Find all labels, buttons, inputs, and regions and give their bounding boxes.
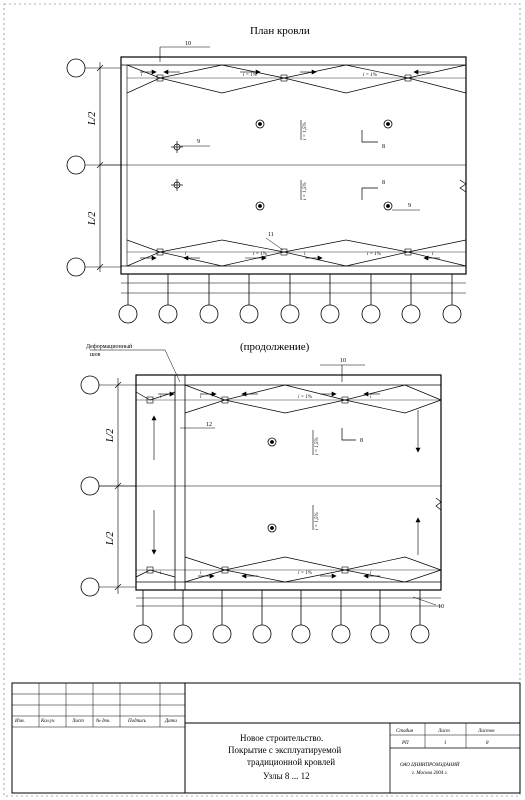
deformation-seam-leader xyxy=(90,349,181,383)
bottom-plan-zigzag-lower xyxy=(184,556,442,571)
section-8-top-b xyxy=(361,187,378,200)
tb-sheet-value: 1 xyxy=(444,741,447,746)
slope-label-b8: i xyxy=(160,571,162,576)
slope-label-8: i xyxy=(432,252,434,257)
vertical-slope-2: i = 1,5% xyxy=(303,182,308,200)
deformation-seam-line2: шов xyxy=(90,352,101,358)
slope-label-b5: i xyxy=(200,571,202,576)
top-plan-funnels xyxy=(255,119,393,211)
dim-half-span-bottom-2: L/2 xyxy=(105,532,116,546)
tb-desc-1: Новое строительство. xyxy=(240,733,323,743)
tb-sheets-label: Листов xyxy=(477,729,495,734)
title-block xyxy=(11,682,521,794)
bottom-plan-zigzag-lower-2 xyxy=(184,569,442,583)
tb-col-list: Лист xyxy=(71,719,84,724)
top-plan-title: План кровли xyxy=(250,25,310,37)
tb-sheet-label: Лист xyxy=(437,729,450,734)
tb-col-sign: Подпись xyxy=(127,719,147,724)
vertical-slope-b1: i = 1,5% xyxy=(315,437,320,455)
bottom-plan-zigzag-upper xyxy=(184,384,442,401)
slope-label-b4: i xyxy=(370,395,372,400)
top-plan-outline xyxy=(120,56,467,275)
deformation-seam-line1: Деформационный xyxy=(86,343,133,350)
slope-label-b2: i = 1% xyxy=(298,571,312,576)
slope-label-6: i xyxy=(185,252,187,257)
callout-10-bottom-b-leader xyxy=(412,596,437,606)
bottom-plan-left-dim xyxy=(99,378,136,594)
callout-10-bottom-a: 10 xyxy=(340,358,346,364)
top-plan-small-drains xyxy=(156,74,412,256)
callout-10-top: 10 xyxy=(185,41,191,47)
tb-sheets-value: 8 xyxy=(486,741,489,746)
callout-11-leader xyxy=(265,237,284,251)
slope-label-5: i xyxy=(141,73,143,78)
tb-desc-3: традиционной кровлей xyxy=(247,757,335,767)
bottom-plan-small-drains xyxy=(146,396,349,574)
slope-label-7: i xyxy=(304,252,306,257)
bottom-plan-slope-arrows xyxy=(151,391,421,579)
dim-half-span-top-1: L/2 xyxy=(87,112,98,126)
top-plan-left-dim xyxy=(85,62,121,272)
slope-label-4: i = 1% xyxy=(367,252,381,257)
top-plan-zigzag-lower xyxy=(126,239,467,253)
bottom-plan-zigzag-upper-2 xyxy=(184,399,442,414)
deformation-seam-strip xyxy=(174,374,186,591)
break-mark-top xyxy=(459,179,467,193)
top-plan-left-axes xyxy=(66,58,86,277)
tb-stage-label: Стадия xyxy=(396,729,414,734)
dim-half-span-top-2: L/2 xyxy=(87,212,98,226)
callout-9-top-a: 9 xyxy=(197,139,200,145)
top-plan-slope-arrows xyxy=(140,69,440,261)
slope-label-b6: i xyxy=(370,571,372,576)
vertical-slope-b2: i = 1,5% xyxy=(315,512,320,530)
section-8-top-a xyxy=(361,130,378,143)
top-plan-crosshairs xyxy=(171,141,183,191)
bottom-plan-left-axes xyxy=(80,375,100,597)
top-plan-bottom-dim xyxy=(121,282,466,294)
dim-half-span-bottom-1: L/2 xyxy=(105,429,116,443)
callout-12: 12 xyxy=(206,422,212,428)
sheet-frame xyxy=(3,3,521,797)
slope-label-3: i = 1% xyxy=(253,252,267,257)
section-8-bottom xyxy=(341,428,356,441)
callout-11: 11 xyxy=(268,232,274,238)
callout-8-top-a: 8 xyxy=(382,144,385,150)
slope-label-b1: i = 1% xyxy=(298,395,312,400)
tb-stage-value: РП xyxy=(401,741,409,746)
slope-label-b7: i xyxy=(160,395,162,400)
callout-8-top-b: 8 xyxy=(382,180,385,186)
bottom-plan-title: (продолжение) xyxy=(240,341,310,353)
top-plan-bottom-axes xyxy=(118,274,462,324)
tb-org-1: ОАО ЦНИИПРОМЗДАНИЙ xyxy=(400,761,460,768)
top-plan-zigzag-lower-2 xyxy=(126,251,467,267)
bottom-plan-funnels xyxy=(267,437,277,533)
callout-8-bottom: 8 xyxy=(360,438,363,444)
tb-col-izm: Изм. xyxy=(14,719,25,724)
callout-10-bottom-b: 10 xyxy=(438,604,444,610)
tb-col-date: Дата xyxy=(164,719,177,724)
callout-9-top-b: 9 xyxy=(408,203,411,209)
slope-label-2: i = 1% xyxy=(363,73,377,78)
slope-label-1: i = 1% xyxy=(243,73,257,78)
top-plan-zigzag-upper-2 xyxy=(126,77,467,94)
break-mark-bottom xyxy=(435,497,442,511)
bottom-plan-bottom-axes xyxy=(133,590,430,644)
bottom-plan-outline xyxy=(135,374,442,591)
tb-col-doc: № док. xyxy=(95,718,111,724)
vertical-slope-1: i = 1,5% xyxy=(303,122,308,140)
bottom-plan-zigzag-left-upper xyxy=(135,391,176,401)
tb-desc-2: Покрытие с эксплуатируемой xyxy=(228,745,341,755)
slope-label-b3: i xyxy=(200,395,202,400)
tb-org-2: г. Москва 2004 г. xyxy=(412,771,448,776)
bottom-plan-bottom-dim xyxy=(136,597,441,607)
tb-col-kol: Кол.уч xyxy=(40,719,55,724)
tb-desc-4: Узлы 8 ... 12 xyxy=(263,771,310,781)
bottom-plan-zigzag-left-lower xyxy=(135,569,176,578)
